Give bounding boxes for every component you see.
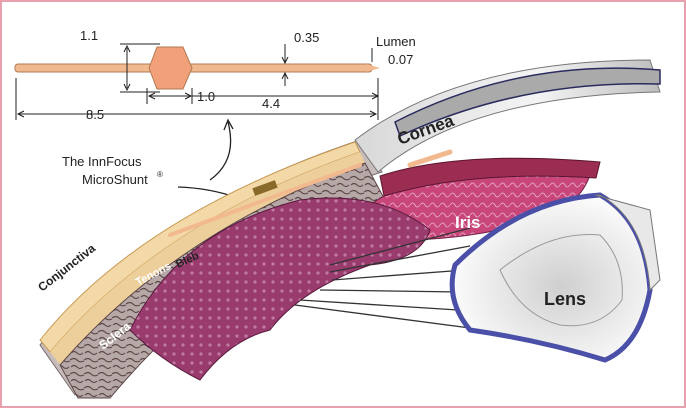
device-label-line1: The InnFocus xyxy=(62,154,142,169)
bulb-offset-label: 1.0 xyxy=(197,89,215,104)
total-length-label: 8.5 xyxy=(86,107,104,122)
eye-anatomy xyxy=(40,60,660,398)
registered-mark: ® xyxy=(157,170,163,179)
lens-label: Lens xyxy=(544,289,586,309)
conjunctiva-label: Conjunctiva xyxy=(35,241,98,295)
bulb-to-tip-label: 4.4 xyxy=(262,96,280,111)
lumen-label: Lumen xyxy=(376,34,416,49)
microshunt-drawing xyxy=(15,47,380,89)
tube-diameter-label: 0.35 xyxy=(294,30,319,45)
device-label-line2: MicroShunt xyxy=(82,172,148,187)
bulb-diameter-label: 1.1 xyxy=(80,28,98,43)
lumen-value: 0.07 xyxy=(388,52,413,67)
iris-label: Iris xyxy=(455,213,481,232)
